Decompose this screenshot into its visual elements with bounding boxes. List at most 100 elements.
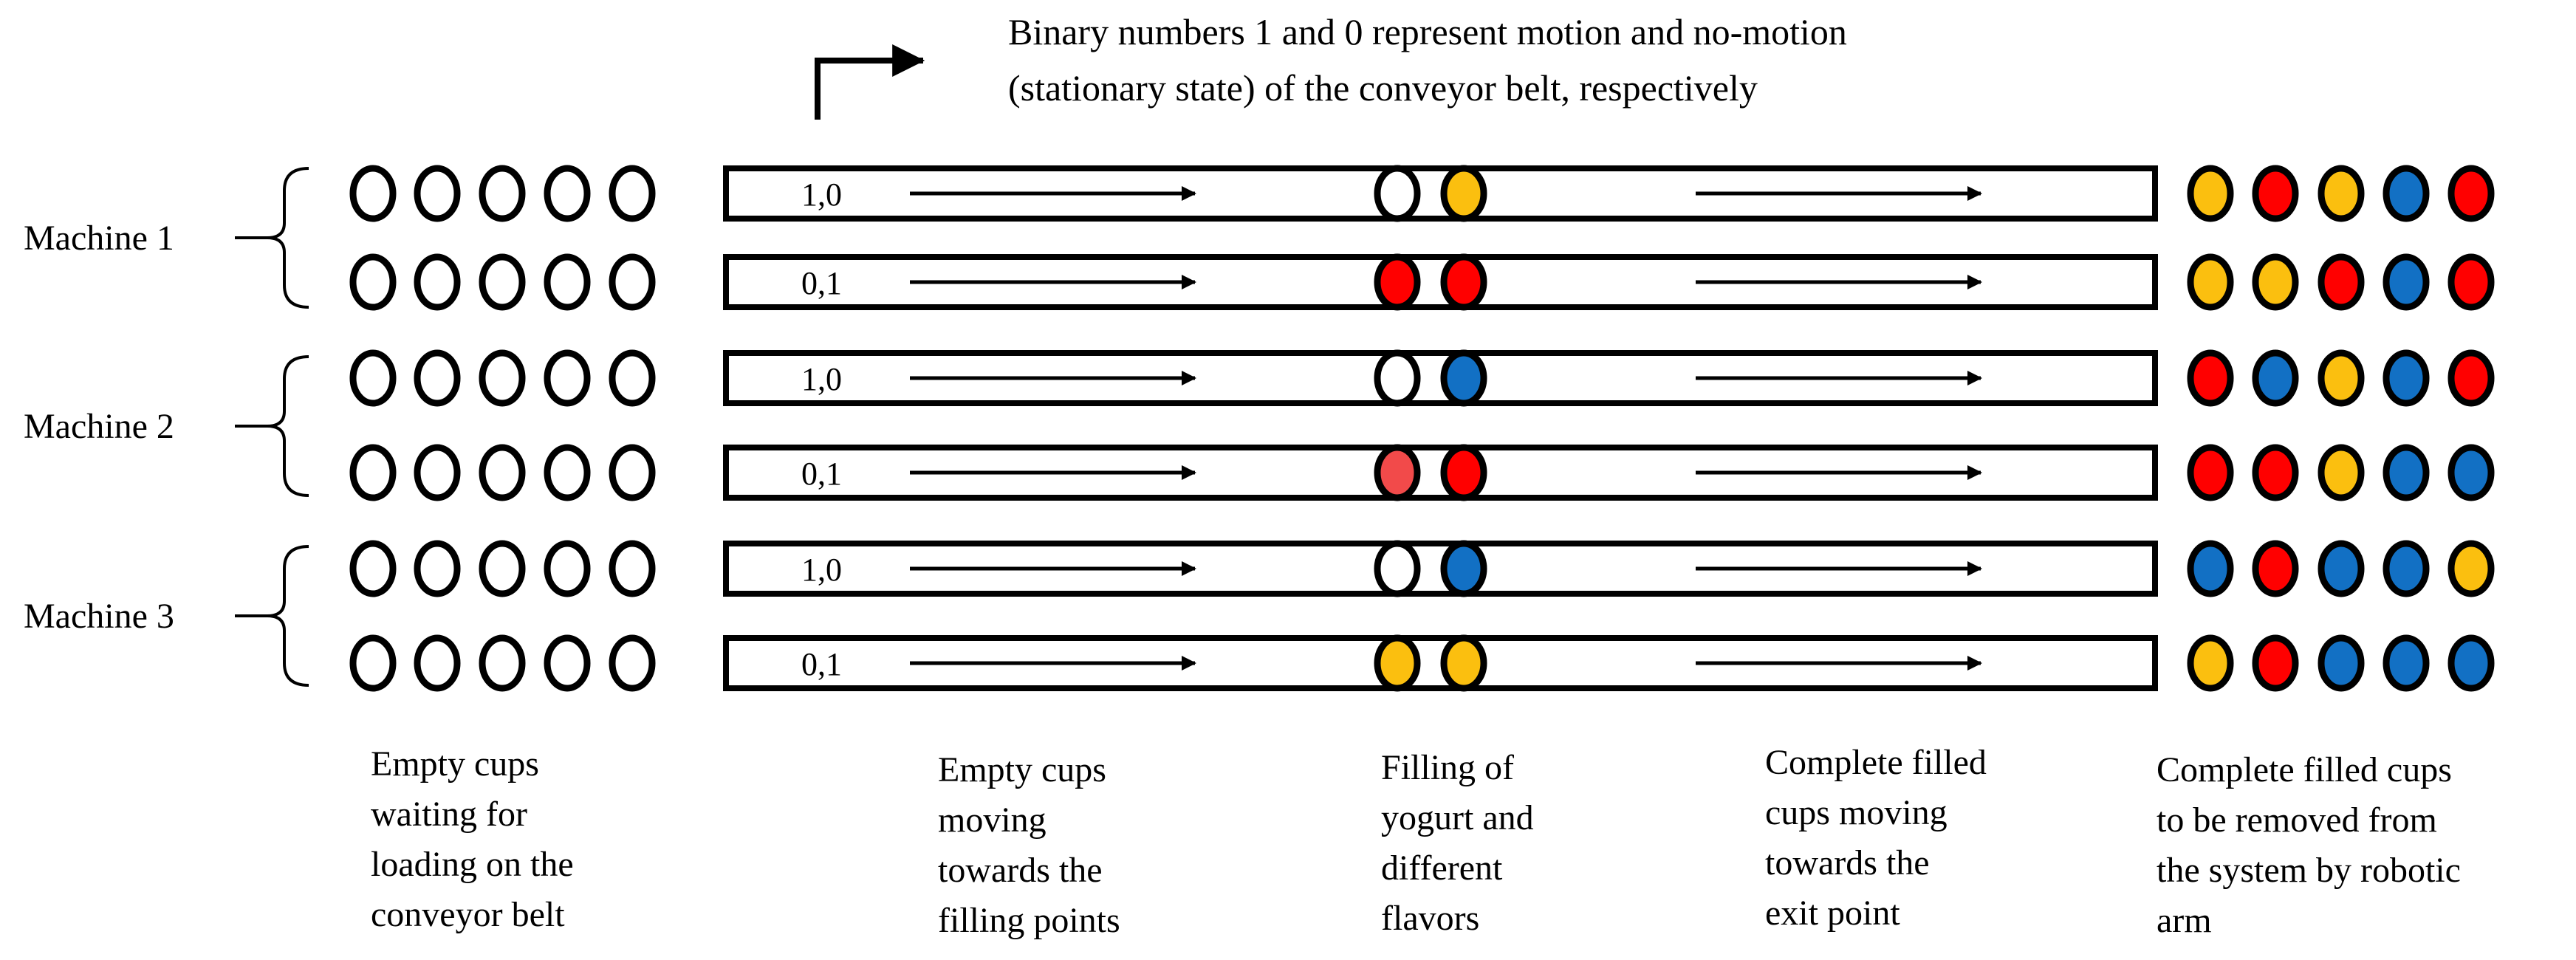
conveyor-row: 0,1 xyxy=(349,444,2495,501)
conveyor-row: 1,0 xyxy=(349,540,2495,597)
caption-line: the system by robotic xyxy=(2157,851,2461,890)
belt-state-label: 0,1 xyxy=(801,646,842,682)
waiting-empty-cup xyxy=(609,165,656,222)
caption-line: Empty cups xyxy=(371,744,539,784)
waiting-empty-cup xyxy=(479,444,526,501)
belt-state-label: 1,0 xyxy=(801,176,842,213)
caption-line: moving xyxy=(938,800,1046,840)
output-filled-cup xyxy=(2447,444,2495,501)
waiting-empty-cup xyxy=(479,540,526,597)
caption-line: Complete filled cups xyxy=(2157,750,2452,789)
filling-cup xyxy=(1374,444,1421,501)
waiting-empty-cup xyxy=(544,165,591,222)
caption-line: exit point xyxy=(1765,894,1900,933)
waiting-empty-cup xyxy=(414,253,461,311)
output-filled-cup xyxy=(2383,253,2430,311)
machine-label: Machine 1 xyxy=(24,219,174,258)
output-filled-cup xyxy=(2318,349,2365,407)
output-filled-cup xyxy=(2318,165,2365,222)
caption-line: to be removed from xyxy=(2157,800,2437,840)
waiting-empty-cup xyxy=(479,349,526,407)
waiting-empty-cup xyxy=(544,349,591,407)
output-filled-cup xyxy=(2187,540,2234,597)
filling-cup xyxy=(1440,540,1487,597)
output-filled-cup xyxy=(2383,540,2430,597)
waiting-empty-cup xyxy=(609,540,656,597)
caption-filled-moving-exit: Complete filled cups moving towards the … xyxy=(1765,743,1987,933)
conveyor-row: 1,0 xyxy=(349,165,2495,222)
output-filled-cup xyxy=(2447,165,2495,222)
filling-cup xyxy=(1440,349,1487,407)
caption-line: flavors xyxy=(1381,899,1479,938)
caption-line: cups moving xyxy=(1765,793,1948,832)
output-filled-cup xyxy=(2252,253,2299,311)
machine-label: Machine 2 xyxy=(24,407,174,446)
filling-cup xyxy=(1374,349,1421,407)
output-filled-cup xyxy=(2383,349,2430,407)
output-filled-cup xyxy=(2447,540,2495,597)
filling-cup xyxy=(1440,444,1487,501)
output-filled-cup xyxy=(2187,444,2234,501)
waiting-empty-cup xyxy=(479,253,526,311)
caption-filling: Filling of yogurt and different flavors xyxy=(1381,748,1534,938)
header-elbow-arrow xyxy=(815,44,925,120)
output-filled-cup xyxy=(2187,349,2234,407)
caption-line: arm xyxy=(2157,901,2212,940)
filling-cup xyxy=(1374,165,1421,222)
output-filled-cup xyxy=(2252,444,2299,501)
conveyor-row: 0,1 xyxy=(349,253,2495,311)
machines-layer: Machine 1 Machine 2 Machine 3 xyxy=(24,167,309,687)
machine-group: Machine 2 xyxy=(24,355,309,497)
caption-line: different xyxy=(1381,848,1503,888)
waiting-empty-cup xyxy=(349,540,397,597)
output-filled-cup xyxy=(2318,444,2365,501)
waiting-empty-cup xyxy=(479,634,526,692)
output-filled-cup xyxy=(2187,253,2234,311)
filling-cup xyxy=(1374,540,1421,597)
waiting-empty-cup xyxy=(544,634,591,692)
conveyor-row: 1,0 xyxy=(349,349,2495,407)
output-filled-cup xyxy=(2447,634,2495,692)
output-filled-cup xyxy=(2252,349,2299,407)
waiting-empty-cup xyxy=(609,634,656,692)
caption-removal: Complete filled cups to be removed from … xyxy=(2157,750,2461,940)
filling-cup xyxy=(1440,253,1487,311)
waiting-empty-cup xyxy=(609,349,656,407)
caption-line: Complete filled xyxy=(1765,743,1987,782)
output-filled-cup xyxy=(2187,165,2234,222)
machine-group: Machine 3 xyxy=(24,545,309,687)
filling-cup xyxy=(1440,165,1487,222)
waiting-empty-cup xyxy=(414,165,461,222)
waiting-empty-cup xyxy=(609,444,656,501)
output-filled-cup xyxy=(2252,165,2299,222)
belt-state-label: 0,1 xyxy=(801,456,842,492)
belt-state-label: 1,0 xyxy=(801,552,842,588)
waiting-empty-cup xyxy=(414,634,461,692)
waiting-empty-cup xyxy=(479,165,526,222)
waiting-empty-cup xyxy=(349,253,397,311)
header-note-line-1: Binary numbers 1 and 0 represent motion … xyxy=(1008,11,1847,52)
waiting-empty-cup xyxy=(349,634,397,692)
caption-line: Empty cups xyxy=(938,750,1106,789)
caption-line: towards the xyxy=(938,851,1103,890)
caption-line: loading on the xyxy=(371,845,574,884)
machine-label: Machine 3 xyxy=(24,597,174,636)
machine-brace xyxy=(267,545,309,687)
output-filled-cup xyxy=(2187,634,2234,692)
belt-state-label: 1,0 xyxy=(801,361,842,397)
output-filled-cup xyxy=(2383,165,2430,222)
waiting-empty-cup xyxy=(544,540,591,597)
caption-line: conveyor belt xyxy=(371,895,565,934)
filling-cup xyxy=(1440,634,1487,692)
caption-line: waiting for xyxy=(371,795,527,834)
waiting-empty-cup xyxy=(414,540,461,597)
waiting-empty-cup xyxy=(414,349,461,407)
belt-state-label: 0,1 xyxy=(801,265,842,301)
machine-group: Machine 1 xyxy=(24,167,309,309)
output-filled-cup xyxy=(2447,253,2495,311)
output-filled-cup xyxy=(2318,540,2365,597)
output-filled-cup xyxy=(2318,634,2365,692)
caption-moving-to-filling: Empty cups moving towards the filling po… xyxy=(938,750,1120,940)
output-filled-cup xyxy=(2447,349,2495,407)
